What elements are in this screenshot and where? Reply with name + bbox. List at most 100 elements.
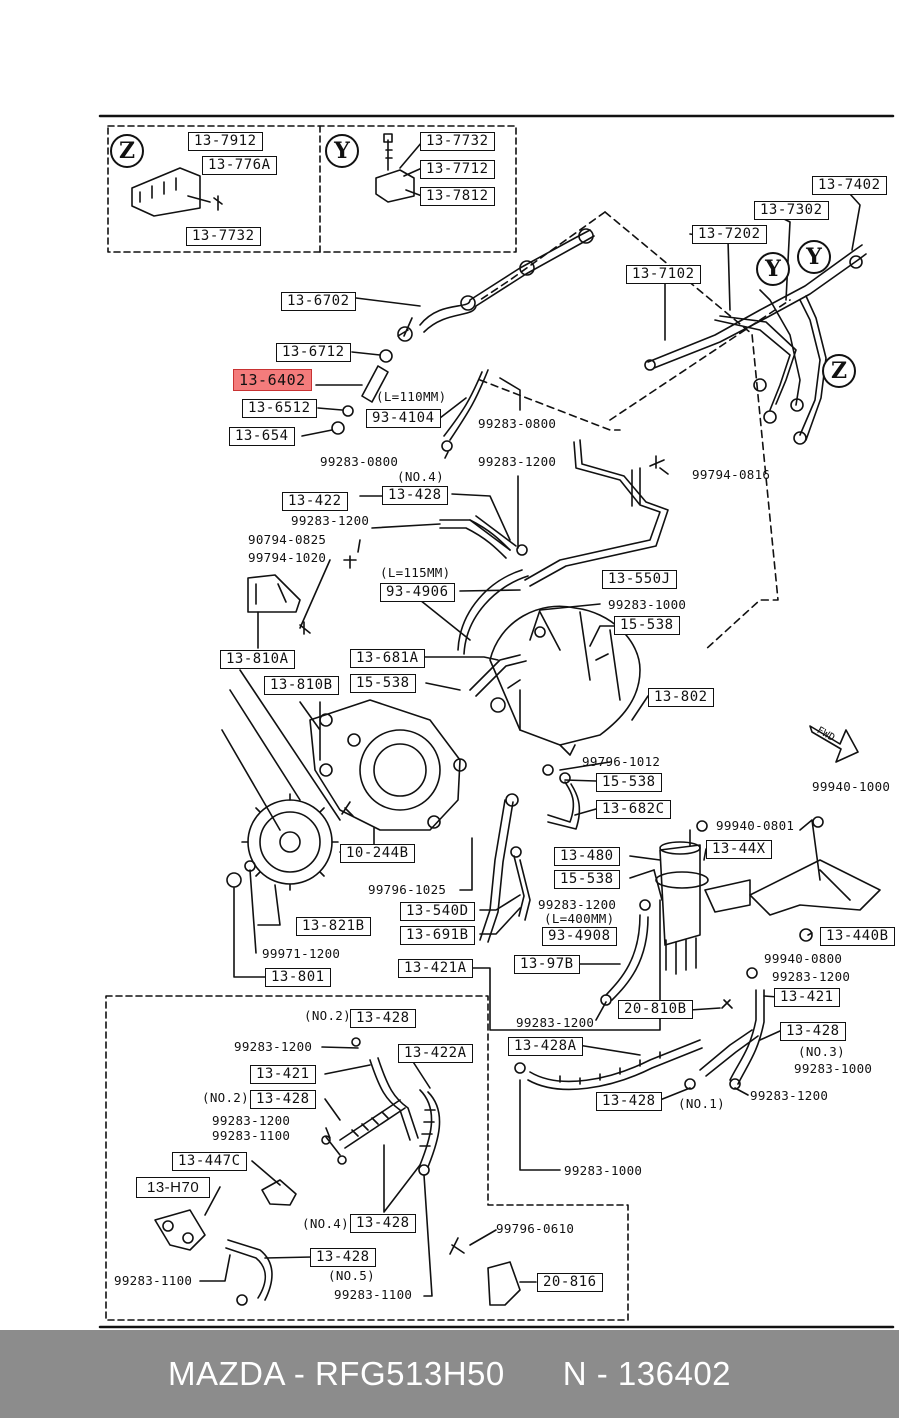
- part-label[interactable]: 13-7912: [188, 132, 263, 151]
- part-number-text[interactable]: 99940-0801: [716, 818, 795, 833]
- footer-bar: MAZDA - RFG513H50 N - 136402: [0, 1330, 899, 1418]
- part-label[interactable]: 93-4104: [366, 409, 441, 428]
- part-number-text[interactable]: 99283-1200: [212, 1113, 291, 1128]
- callout-z-pipe: Z: [822, 354, 856, 388]
- part-label[interactable]: 20-810B: [618, 1000, 693, 1019]
- part-label[interactable]: 13-802: [648, 688, 714, 707]
- note-text: (NO.1): [678, 1096, 725, 1111]
- part-label[interactable]: 13-6702: [281, 292, 356, 311]
- part-number-text[interactable]: 99796-1025: [368, 882, 447, 897]
- part-label[interactable]: 13-7402: [812, 176, 887, 195]
- part-number-text[interactable]: 99796-1012: [582, 754, 661, 769]
- part-number-text[interactable]: 99794-1020: [248, 550, 327, 565]
- parts-diagram: Z Y Y Y Z FWD 13-7912 13-776A 13-7732 13…: [98, 114, 895, 1329]
- part-label[interactable]: 13-422: [282, 492, 348, 511]
- part-label[interactable]: 15-538: [554, 870, 620, 889]
- part-label[interactable]: 13-97B: [514, 955, 580, 974]
- part-number-text[interactable]: 99794-0816: [692, 467, 771, 482]
- part-label[interactable]: 13-428: [350, 1009, 416, 1028]
- part-label[interactable]: 13-6712: [276, 343, 351, 362]
- part-label[interactable]: 13-428: [250, 1090, 316, 1109]
- part-label[interactable]: 13-7732: [186, 227, 261, 246]
- part-label[interactable]: 13-447C: [172, 1152, 247, 1171]
- part-number-text[interactable]: 99283-0800: [320, 454, 399, 469]
- part-label[interactable]: 13-682C: [596, 800, 671, 819]
- part-label[interactable]: 15-538: [614, 616, 680, 635]
- part-number-text[interactable]: 99283-1200: [772, 969, 851, 984]
- part-label[interactable]: 13-421: [250, 1065, 316, 1084]
- part-label[interactable]: 13-7102: [626, 265, 701, 284]
- footer-gap: [505, 1355, 563, 1393]
- part-number-text[interactable]: 99283-1000: [608, 597, 687, 612]
- part-label[interactable]: 13-540D: [400, 902, 475, 921]
- note-text: (L=400MM): [544, 911, 615, 926]
- part-label[interactable]: 13-422A: [398, 1044, 473, 1063]
- part-label[interactable]: 13-H70: [136, 1177, 211, 1198]
- part-label[interactable]: 13-7712: [420, 160, 495, 179]
- part-label[interactable]: 13-421A: [398, 959, 473, 978]
- part-number-text[interactable]: 99283-1200: [538, 897, 617, 912]
- part-label[interactable]: 13-821B: [296, 917, 371, 936]
- part-label[interactable]: 13-7812: [420, 187, 495, 206]
- part-label[interactable]: 13-681A: [350, 649, 425, 668]
- part-label[interactable]: 10-244B: [340, 844, 415, 863]
- part-number-text[interactable]: 99283-1000: [794, 1061, 873, 1076]
- note-text: (NO.3): [798, 1044, 845, 1059]
- part-number-text[interactable]: 99283-1000: [564, 1163, 643, 1178]
- part-label[interactable]: 13-6512: [242, 399, 317, 418]
- note-text: (NO.5): [328, 1268, 375, 1283]
- part-number-text[interactable]: 99971-1200: [262, 946, 341, 961]
- part-label[interactable]: 13-654: [229, 427, 295, 446]
- part-number-text[interactable]: 90794-0825: [248, 532, 327, 547]
- part-number-text[interactable]: 99283-1100: [114, 1273, 193, 1288]
- note-text: (NO.4): [397, 469, 444, 484]
- part-label[interactable]: 13-7202: [692, 225, 767, 244]
- part-label[interactable]: 13-44X: [706, 840, 772, 859]
- part-label[interactable]: 13-428: [350, 1214, 416, 1233]
- part-label[interactable]: 93-4906: [380, 583, 455, 602]
- footer-part-number: N - 136402: [562, 1355, 732, 1392]
- note-text: (L=115MM): [380, 565, 451, 580]
- part-number-text[interactable]: 99283-1200: [234, 1039, 313, 1054]
- callout-z-detail: Z: [110, 134, 144, 168]
- part-label[interactable]: 15-538: [350, 674, 416, 693]
- note-text: (NO.2): [304, 1008, 351, 1023]
- part-label[interactable]: 13-810A: [220, 650, 295, 669]
- part-number-text[interactable]: 99940-1000: [812, 779, 891, 794]
- part-number-text[interactable]: 99283-1100: [212, 1128, 291, 1143]
- part-label[interactable]: 13-7732: [420, 132, 495, 151]
- part-label[interactable]: 20-816: [537, 1273, 603, 1292]
- part-label[interactable]: 15-538: [596, 773, 662, 792]
- part-label[interactable]: 13-428: [780, 1022, 846, 1041]
- part-number-text[interactable]: 99283-1200: [516, 1015, 595, 1030]
- note-text: (NO.2): [202, 1090, 249, 1105]
- part-number-text[interactable]: 99283-0800: [478, 416, 557, 431]
- callout-y-pipe-a: Y: [756, 252, 790, 286]
- part-number-text[interactable]: 99283-1200: [478, 454, 557, 469]
- part-label[interactable]: 93-4908: [542, 927, 617, 946]
- part-number-text[interactable]: 99283-1200: [750, 1088, 829, 1103]
- part-label[interactable]: 13-428: [596, 1092, 662, 1111]
- part-label[interactable]: 13-550J: [602, 570, 677, 589]
- part-label[interactable]: 13-810B: [264, 676, 339, 695]
- part-number-text[interactable]: 99283-1100: [334, 1287, 413, 1302]
- part-label[interactable]: 13-428: [310, 1248, 376, 1267]
- note-text: (L=110MM): [376, 389, 447, 404]
- part-number-text[interactable]: 99283-1200: [291, 513, 370, 528]
- part-number-text[interactable]: 99796-0610: [496, 1221, 575, 1236]
- callout-y-pipe-b: Y: [797, 240, 831, 274]
- part-label[interactable]: 13-428: [382, 486, 448, 505]
- part-label[interactable]: 13-801: [265, 968, 331, 987]
- part-label[interactable]: 13-776A: [202, 156, 277, 175]
- part-label[interactable]: 13-480: [554, 847, 620, 866]
- part-label[interactable]: 13-421: [774, 988, 840, 1007]
- part-number-text[interactable]: 99940-0800: [764, 951, 843, 966]
- footer-part-code: MAZDA - RFG513H50: [167, 1355, 505, 1392]
- callout-y-detail: Y: [325, 134, 359, 168]
- part-label[interactable]: 13-428A: [508, 1037, 583, 1056]
- part-label[interactable]: 13-440B: [820, 927, 895, 946]
- note-text: (NO.4): [302, 1216, 349, 1231]
- part-label[interactable]: 13-7302: [754, 201, 829, 220]
- part-label[interactable]: 13-691B: [400, 926, 475, 945]
- part-label-highlighted[interactable]: 13-6402: [233, 369, 312, 391]
